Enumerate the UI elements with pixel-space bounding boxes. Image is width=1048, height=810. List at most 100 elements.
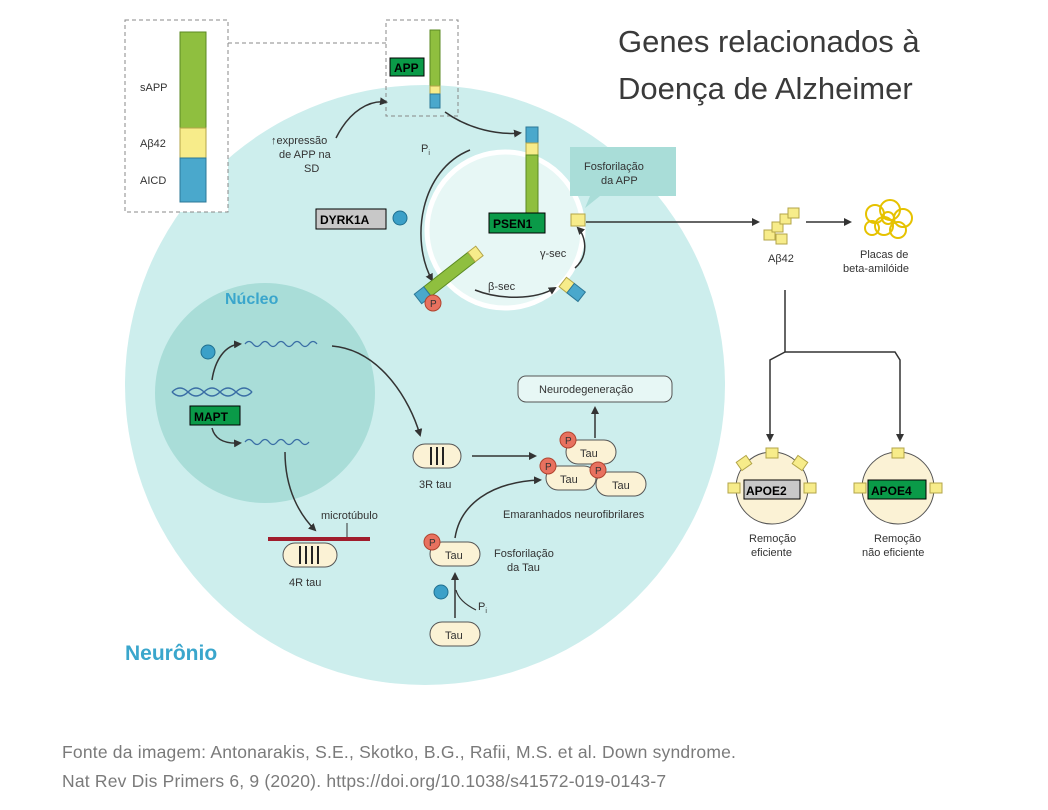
- mrna-1: [244, 340, 318, 348]
- tau-phosphorylated-label: Tau: [445, 550, 463, 562]
- label-pi-app: Pi: [421, 143, 430, 157]
- phospho-tau-3-label: P: [595, 466, 602, 477]
- arrow-gamma-sec: [574, 226, 586, 269]
- tau-unphosphorylated-label: Tau: [445, 630, 463, 642]
- label-expression-2: de APP na: [279, 149, 332, 161]
- app-fragment: [558, 276, 587, 303]
- arrow-tau-to-tangles: [454, 476, 542, 539]
- app-abeta-segment: [179, 127, 207, 159]
- label-sapp: sAPP: [140, 82, 168, 94]
- gene-label-apoe2: APOE2: [746, 484, 787, 498]
- app-small-yellow: [429, 85, 441, 95]
- app-detail-box: [124, 19, 229, 213]
- label-neurodegeneration: Neurodegeneração: [539, 384, 633, 396]
- tau-tangle-top-label: Tau: [580, 448, 598, 460]
- gene-box-mapt: [189, 405, 241, 426]
- tau-4r-repeats: [299, 546, 319, 564]
- gene-label-apoe4: APOE4: [871, 484, 912, 498]
- app-sapp-segment: [179, 31, 207, 129]
- apoe2-ligand: [727, 482, 741, 494]
- phospho-tau-1: [559, 431, 577, 449]
- tau-phosphorylated: [429, 541, 481, 567]
- caption-line-2: Nat Rev Dis Primers 6, 9 (2020). https:/…: [62, 771, 667, 791]
- abeta42-aggregate: [763, 207, 800, 245]
- label-plaques-1: Placas de: [860, 249, 908, 261]
- app-small-box: [385, 19, 459, 117]
- label-gamma-sec: γ-sec: [540, 248, 567, 260]
- apoe2-ligand: [803, 482, 817, 494]
- label-expression-1: ↑expressão: [271, 135, 327, 147]
- phospho-tau-lower-label: P: [429, 538, 436, 549]
- apoe4-ligand: [929, 482, 943, 494]
- apoe2-ligand: [791, 454, 809, 472]
- label-pi-tau: Pi: [478, 601, 487, 615]
- tau-tangle-right: [595, 471, 647, 497]
- label-microtubule: microtúbulo: [321, 510, 378, 522]
- label-plaques-2: beta-amilóide: [843, 263, 909, 275]
- kinase-dyrk1a: [392, 210, 408, 226]
- title-line-1: Genes relacionados à: [618, 24, 920, 59]
- tau-4r: [282, 542, 338, 568]
- nuclear-factor: [200, 344, 216, 360]
- phospho-tau-2-label: P: [545, 462, 552, 473]
- kinase-tau: [433, 584, 449, 600]
- branch-line-right: [785, 351, 904, 442]
- arrow-phospho-cycle: [420, 149, 471, 282]
- label-efficient: eficiente: [751, 547, 792, 559]
- label-fosforilacao-tau-2: da Tau: [507, 562, 540, 574]
- callout-fosforilacao-app: [570, 147, 676, 208]
- phospho-app-label: P: [430, 299, 437, 310]
- tau-unphosphorylated: [429, 621, 481, 647]
- gene-box-apoe4: [867, 479, 927, 500]
- label-fosforilacao-app-2: da APP: [601, 175, 638, 187]
- label-3r-tau: 3R tau: [419, 479, 451, 491]
- label-4r-tau: 4R tau: [289, 577, 321, 589]
- gene-box-apoe2: [743, 479, 801, 500]
- amyloid-plaques: [864, 199, 913, 239]
- label-fosforilacao-tau-1: Fosforilação: [494, 548, 554, 560]
- gene-box-psen1: [488, 212, 546, 234]
- app-small-green: [429, 29, 441, 87]
- app-small-blue: [429, 93, 441, 109]
- title-line-2: Doença de Alzheimer: [618, 71, 913, 106]
- arrow-transcription-2: [211, 427, 242, 448]
- mrna-2: [244, 438, 310, 446]
- arrow-to-membrane: [444, 111, 522, 138]
- phospho-tau-1-label: P: [565, 436, 572, 447]
- app-aicd-segment: [179, 157, 207, 203]
- gene-label-mapt: MAPT: [194, 410, 229, 424]
- membrane-app-yellow: [525, 142, 539, 156]
- apoe4-ligand: [853, 482, 867, 494]
- gene-label-dyrk1a: DYRK1A: [320, 213, 370, 227]
- phospho-tau-3: [589, 461, 607, 479]
- arrow-expression: [335, 97, 388, 139]
- phospho-tau-lower: [423, 533, 441, 551]
- arrow-transcription-1: [211, 340, 242, 381]
- phospho-tau-2: [539, 457, 557, 475]
- label-fosforilacao-app-1: Fosforilação: [584, 161, 644, 173]
- apoe2-ligand: [765, 447, 779, 459]
- tau-tangle-right-label: Tau: [612, 480, 630, 492]
- branch-line-left: [766, 351, 786, 442]
- tau-tangle-top: [565, 439, 617, 465]
- membrane-app-blue: [525, 126, 539, 144]
- dna-helix: [171, 387, 253, 397]
- label-tangles: Emaranhados neurofibrilares: [503, 509, 645, 521]
- arrow-to-4r-tau: [284, 451, 317, 532]
- neurodegeneration-box: [517, 375, 673, 403]
- label-removal-apoe2: Remoção: [749, 533, 796, 545]
- gene-label-psen1: PSEN1: [493, 217, 533, 231]
- apoe2-ligand: [735, 454, 753, 472]
- abeta-fragment: [570, 213, 586, 227]
- arrow-beta-sec: [474, 286, 557, 298]
- label-abeta42: Aβ42: [768, 253, 794, 265]
- gene-box-app: [389, 57, 425, 77]
- label-aicd: AICD: [140, 175, 166, 187]
- label-not-efficient: não eficiente: [862, 547, 924, 559]
- caption-line-1: Fonte da imagem: Antonarakis, S.E., Skot…: [62, 742, 737, 762]
- tau-tangle-left-label: Tau: [560, 474, 578, 486]
- membrane-app-green: [525, 154, 539, 214]
- nucleus-label: Núcleo: [225, 291, 279, 308]
- gene-label-app: APP: [394, 61, 419, 75]
